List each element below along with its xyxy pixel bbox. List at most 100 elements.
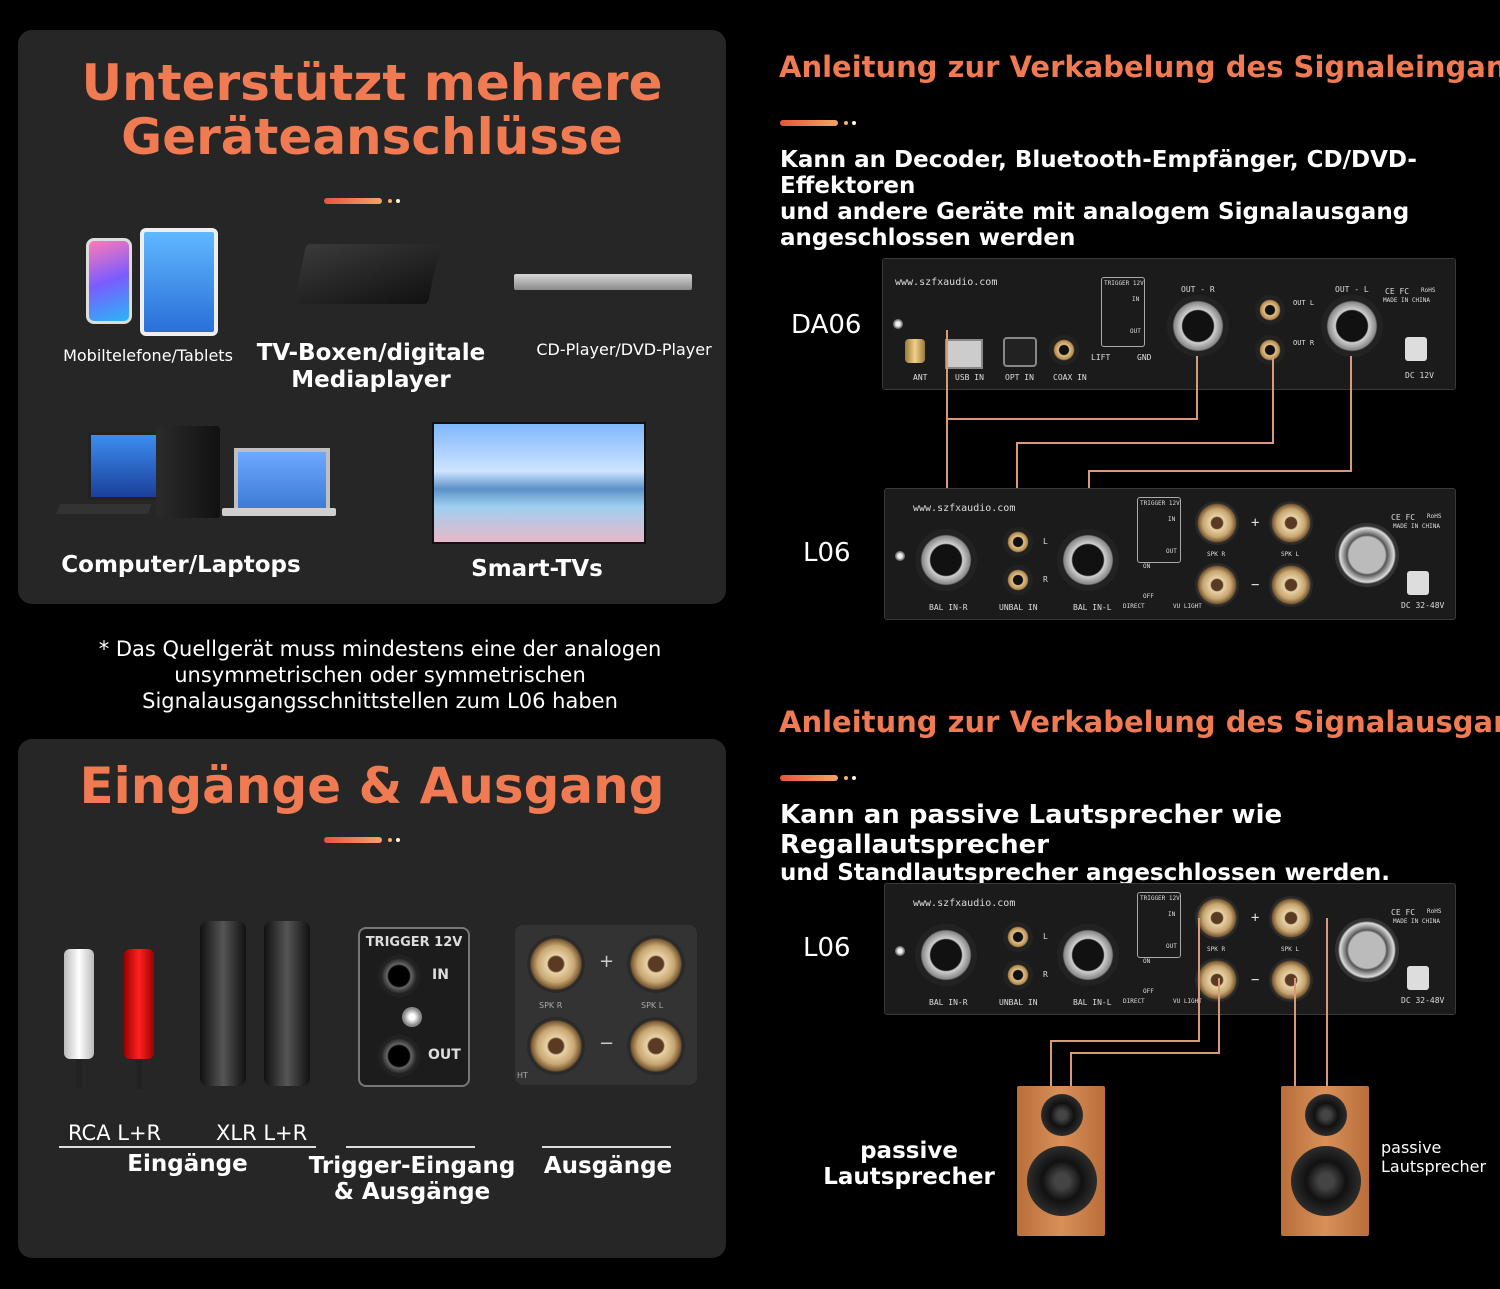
speaker-right-tweeter	[1305, 1094, 1347, 1136]
l06a-rca-r	[1003, 565, 1033, 595]
l06a-bal-l: BAL IN-L	[1073, 603, 1112, 612]
da06-rear-panel: www.szfxaudio.com ANT USB IN OPT IN COAX…	[882, 258, 1456, 390]
l06a-rohs: RoHS	[1427, 513, 1442, 520]
speaker-right-image	[1281, 1086, 1369, 1236]
da06-ant-label: ANT	[913, 373, 928, 382]
da06-trigger-box: TRIGGER 12V IN OUT	[1101, 277, 1145, 347]
da06-screw	[893, 319, 903, 329]
io-title-accent	[324, 837, 404, 843]
spk-wire-4-v	[1326, 918, 1328, 1088]
l06b-post-4	[1269, 958, 1313, 1002]
l06a-trigger-box: TRIGGER 12V IN OUT	[1137, 497, 1181, 563]
io-panel: Eingänge & Ausgang TRIGGER 12V IN OUT + …	[18, 739, 726, 1258]
trigger-panel-title: TRIGGER 12V	[365, 935, 463, 950]
l06b-trigger-out: OUT	[1166, 943, 1177, 950]
input-guide-desc-line1: Kann an Decoder, Bluetooth-Empfänger, CD…	[780, 147, 1417, 199]
label-speaker-left: passive Lautsprecher	[816, 1138, 1002, 1190]
l06b-url: www.szfxaudio.com	[913, 898, 1016, 909]
terminal-r-plus	[527, 935, 585, 993]
terminal-cut-text: HT	[517, 1071, 528, 1080]
wire-xlr-r-v	[1196, 356, 1198, 420]
terminal-plus-sign: +	[599, 951, 615, 972]
da06-lift: LIFT	[1091, 353, 1111, 362]
da06-made: MADE IN CHINA	[1383, 297, 1430, 304]
output-guide-title: Anleitung zur Verkabelung des Signalausg…	[779, 705, 1500, 739]
l06b-xlr-l	[1057, 924, 1119, 986]
l06b-direct: DIRECT	[1123, 998, 1145, 1005]
terminal-r-minus	[527, 1017, 585, 1075]
l06a-xlr-r	[915, 529, 977, 591]
rca-red-cable	[136, 1059, 142, 1089]
da06-url: www.szfxaudio.com	[895, 277, 998, 288]
terminal-spk-l: SPK L	[641, 1001, 664, 1010]
l06a-post-3	[1195, 563, 1239, 607]
input-guide-desc-line3: angeschlossen werden	[780, 225, 1076, 251]
wire-rca-h	[1016, 442, 1274, 444]
l06a-post-1	[1195, 501, 1239, 545]
speaker-left-woofer	[1027, 1146, 1097, 1216]
da06-out-l-label: OUT - L	[1335, 285, 1369, 294]
devices-title-line1: Unterstützt mehrere	[81, 54, 663, 112]
trigger-divider	[346, 1146, 475, 1148]
spk-wire-2-d	[1070, 1052, 1072, 1088]
l06a-dc: DC 32-48V	[1401, 601, 1445, 610]
pc-tower-image	[156, 426, 220, 518]
da06-xlr-r	[1167, 295, 1229, 357]
label-speaker-right-line2: Lautsprecher	[1381, 1157, 1487, 1176]
spk-wire-2-h	[1070, 1052, 1220, 1054]
da06-opt	[1003, 337, 1037, 367]
rca-white-cable	[76, 1059, 82, 1089]
l06-rear-panel-output: www.szfxaudio.com L R BAL IN-R UNBAL IN …	[884, 883, 1456, 1015]
label-tvbox: TV-Boxen/digitale Mediaplayer	[248, 340, 494, 394]
l06a-screw	[895, 551, 905, 561]
da06-coax	[1049, 335, 1079, 365]
da06-usb-label: USB IN	[955, 373, 984, 382]
wire-rca-v1	[1272, 356, 1274, 444]
terminal-spk-r: SPK R	[539, 1001, 563, 1010]
output-guide-accent	[780, 775, 860, 781]
l06b-rohs: RoHS	[1427, 908, 1442, 915]
xlr-plug-1	[200, 921, 246, 1086]
da06-trigger-label: TRIGGER 12V	[1104, 280, 1144, 287]
outputs-divider	[542, 1146, 671, 1148]
io-title: Eingänge & Ausgang	[79, 757, 665, 815]
laptop-base-image	[222, 508, 336, 516]
spk-wire-1-v	[1198, 918, 1200, 1042]
l06a-spk-l: SPK L	[1281, 551, 1300, 558]
label-tv: Smart-TVs	[471, 556, 603, 582]
da06-trigger-in: IN	[1132, 296, 1140, 303]
l06a-plus: +	[1251, 515, 1260, 531]
tvbox-image	[293, 244, 441, 304]
devices-panel: Unterstützt mehrere Geräteanschlüsse Mob…	[18, 30, 726, 604]
output-guide-desc-line2: und Standlautsprecher angeschlossen werd…	[780, 860, 1391, 886]
source-note-line2: unsymmetrischen oder symmetrischen	[174, 663, 586, 687]
terminal-minus-sign: −	[599, 1033, 615, 1054]
l06b-trigger-label: TRIGGER 12V	[1140, 895, 1180, 902]
label-rca: RCA L+R	[68, 1121, 162, 1145]
da06-ce: CE FC	[1385, 287, 1410, 296]
title-accent	[324, 198, 404, 204]
da06-rca-top	[1255, 295, 1285, 325]
trigger-in-label: IN	[432, 967, 449, 983]
l06a-trigger-label: TRIGGER 12V	[1140, 500, 1180, 507]
l06b-trigger-in: IN	[1168, 911, 1176, 918]
da06-out-r-short: OUT R	[1293, 339, 1315, 347]
trigger-out-jack	[378, 1035, 420, 1077]
label-l06-input: L06	[803, 538, 851, 568]
xlr-plug-2	[264, 921, 310, 1086]
trigger-in-jack	[378, 955, 420, 997]
label-computer: Computer/Laptops	[61, 552, 301, 578]
label-xlr: XLR L+R	[216, 1121, 308, 1145]
l06b-post-2	[1269, 896, 1313, 940]
label-trigger-line1: Trigger-Eingang	[308, 1153, 516, 1179]
l06b-rca-l	[1003, 922, 1033, 952]
da06-gnd: GND	[1137, 353, 1152, 362]
l06b-screw	[895, 946, 905, 956]
l06a-made: MADE IN CHINA	[1393, 523, 1440, 530]
l06b-minus: −	[1251, 972, 1260, 988]
spk-wire-2-v	[1218, 978, 1220, 1054]
da06-out-l-short: OUT L	[1293, 299, 1315, 307]
laptop-image	[234, 448, 330, 508]
l06b-made: MADE IN CHINA	[1393, 918, 1440, 925]
l06a-trigger-in: IN	[1168, 516, 1176, 523]
